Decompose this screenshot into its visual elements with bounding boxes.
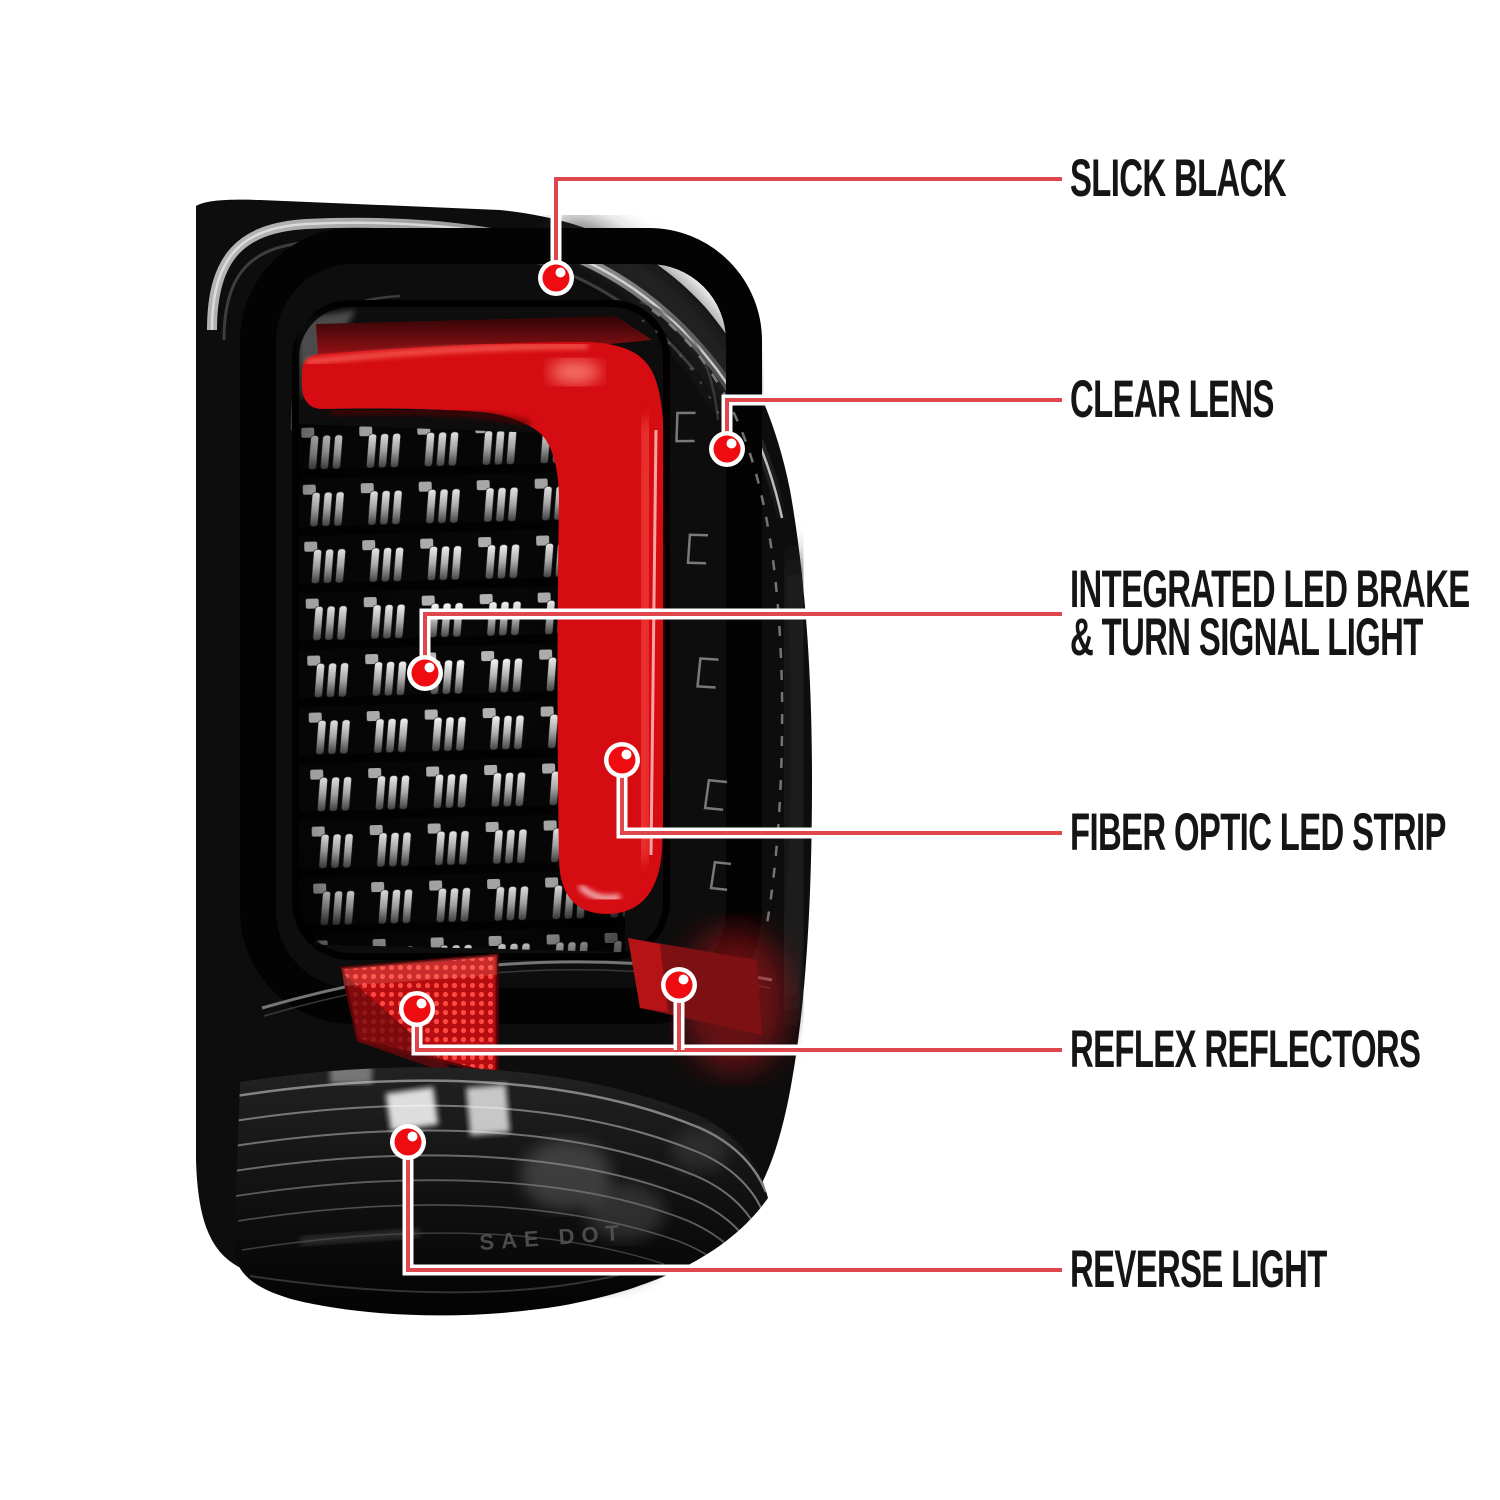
callout-label-reflex-reflectors: REFLEX REFLECTORS (1070, 1020, 1421, 1079)
callout-marker-clear-lens (709, 431, 745, 467)
callout-label-line: SLICK BLACK (1070, 149, 1287, 208)
lamp-opening (292, 300, 670, 960)
callout-label-line: INTEGRATED LED BRAKE (1070, 560, 1470, 619)
housing-detail-marks (641, 308, 784, 931)
callout-label-line: REVERSE LIGHT (1070, 1240, 1327, 1299)
callout-label-clear-lens: CLEAR LENS (1070, 370, 1274, 429)
led-grid (296, 424, 625, 952)
callout-marker-reflex-reflectors (661, 967, 697, 1003)
callout-label-line: & TURN SIGNAL LIGHT (1070, 608, 1423, 667)
callout-marker-slick-black (538, 260, 574, 296)
callout-line-fiber-optic-led-strip (620, 760, 1062, 835)
callout-label-line: CLEAR LENS (1070, 370, 1274, 429)
callout-marker-fiber-optic-led-strip (604, 742, 640, 778)
callout-label-line: FIBER OPTIC LED STRIP (1070, 803, 1446, 862)
led-light-bar (302, 342, 666, 914)
callout-marker-reflex-reflectors (399, 991, 435, 1027)
callout-label-line: REFLEX REFLECTORS (1070, 1020, 1421, 1079)
callout-marker-reverse-light (390, 1124, 426, 1160)
callout-line-reverse-light (406, 1142, 1062, 1272)
callout-line-slick-black (554, 177, 1062, 278)
callout-label-slick-black: SLICK BLACK (1070, 149, 1287, 208)
callout-marker-integrated-led-brake-turn-signal-light (407, 655, 443, 691)
callout-label-fiber-optic-led-strip: FIBER OPTIC LED STRIP (1070, 803, 1446, 862)
callout-line-integrated-led-brake-turn-signal-light (423, 612, 1062, 673)
callout-label-integrated-led-brake-turn-signal-light: INTEGRATED LED BRAKE& TURN SIGNAL LIGHT (1070, 560, 1470, 667)
callout-label-reverse-light: REVERSE LIGHT (1070, 1240, 1327, 1299)
callout-layer (390, 173, 1062, 1276)
